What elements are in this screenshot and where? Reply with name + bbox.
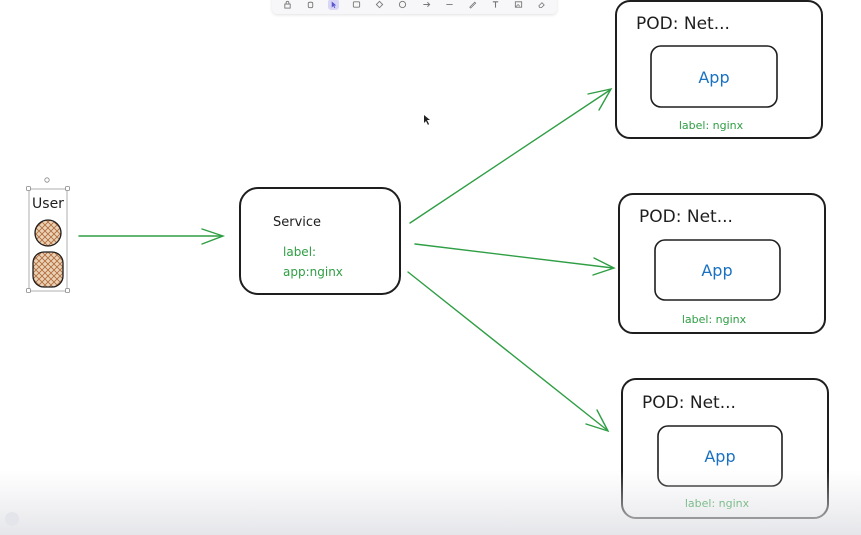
arrow-service-to-pod-3[interactable] bbox=[407, 271, 610, 433]
pencil-icon[interactable] bbox=[467, 0, 478, 10]
app-label: App bbox=[704, 447, 735, 466]
selection-handle-tl[interactable] bbox=[26, 186, 31, 191]
menu-icon[interactable] bbox=[5, 512, 19, 526]
text-icon[interactable] bbox=[490, 0, 501, 10]
selection-handle-tr[interactable] bbox=[65, 186, 70, 191]
person-body-icon bbox=[32, 251, 64, 288]
arrow-icon[interactable] bbox=[421, 0, 432, 10]
mouse-cursor-icon bbox=[424, 115, 430, 125]
hand-icon[interactable] bbox=[305, 0, 316, 10]
eraser-icon[interactable] bbox=[536, 0, 547, 10]
diamond-icon[interactable] bbox=[374, 0, 385, 10]
person-head-icon bbox=[34, 219, 62, 247]
pod-title: POD: Net... bbox=[642, 393, 736, 413]
pod-label: label: nginx bbox=[679, 119, 744, 132]
service-label-key: label: bbox=[283, 245, 316, 259]
pod-title: POD: Net... bbox=[639, 207, 733, 227]
pod-node-2[interactable]: POD: Net... App label: nginx bbox=[618, 193, 826, 334]
arrow-service-to-pod-1[interactable] bbox=[409, 87, 613, 224]
user-node[interactable]: User bbox=[26, 177, 70, 293]
service-title: Service bbox=[273, 215, 321, 230]
pod-node-3[interactable]: POD: Net... App label: nginx bbox=[621, 378, 829, 519]
pod-title: POD: Net... bbox=[636, 14, 730, 34]
pod-label: label: nginx bbox=[685, 497, 750, 510]
app-box bbox=[654, 239, 781, 301]
pod-node-1[interactable]: POD: Net... App label: nginx bbox=[615, 0, 823, 139]
ellipse-icon[interactable] bbox=[397, 0, 408, 10]
image-icon[interactable] bbox=[513, 0, 524, 10]
app-label: App bbox=[701, 261, 732, 280]
service-node[interactable]: Service label: app:nginx bbox=[239, 187, 401, 295]
lock-icon[interactable] bbox=[282, 0, 293, 10]
line-icon[interactable] bbox=[444, 0, 455, 10]
user-selection-box bbox=[28, 188, 68, 292]
selection-handle-br[interactable] bbox=[65, 288, 70, 293]
toolbar bbox=[272, 0, 557, 14]
selection-rotate-handle[interactable] bbox=[44, 177, 50, 183]
selection-handle-bl[interactable] bbox=[26, 288, 31, 293]
selection-icon[interactable] bbox=[328, 0, 340, 10]
app-label: App bbox=[698, 68, 729, 87]
arrow-service-to-pod-2[interactable] bbox=[414, 243, 616, 276]
service-box bbox=[239, 187, 401, 295]
user-label: User bbox=[32, 196, 64, 212]
service-label-value: app:nginx bbox=[283, 265, 343, 279]
arrow-user-to-service[interactable] bbox=[78, 228, 226, 245]
pod-label: label: nginx bbox=[682, 313, 747, 326]
app-box bbox=[650, 45, 778, 108]
rectangle-icon[interactable] bbox=[351, 0, 362, 10]
